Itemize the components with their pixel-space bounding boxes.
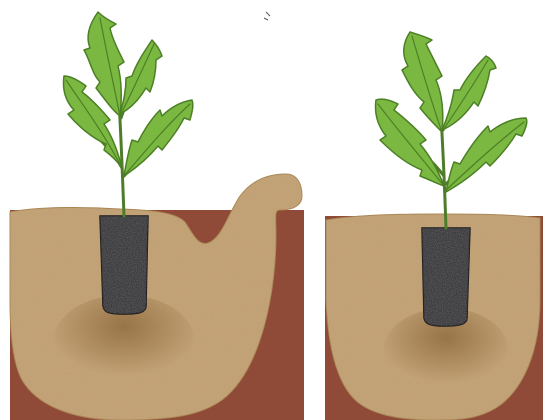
seedling-left xyxy=(63,12,192,216)
container-texture-left xyxy=(100,216,148,314)
container-texture-right xyxy=(422,228,470,326)
stray-mark xyxy=(264,12,270,20)
seedling-right xyxy=(375,32,526,228)
panel-right xyxy=(325,32,543,420)
panel-left xyxy=(10,12,304,420)
